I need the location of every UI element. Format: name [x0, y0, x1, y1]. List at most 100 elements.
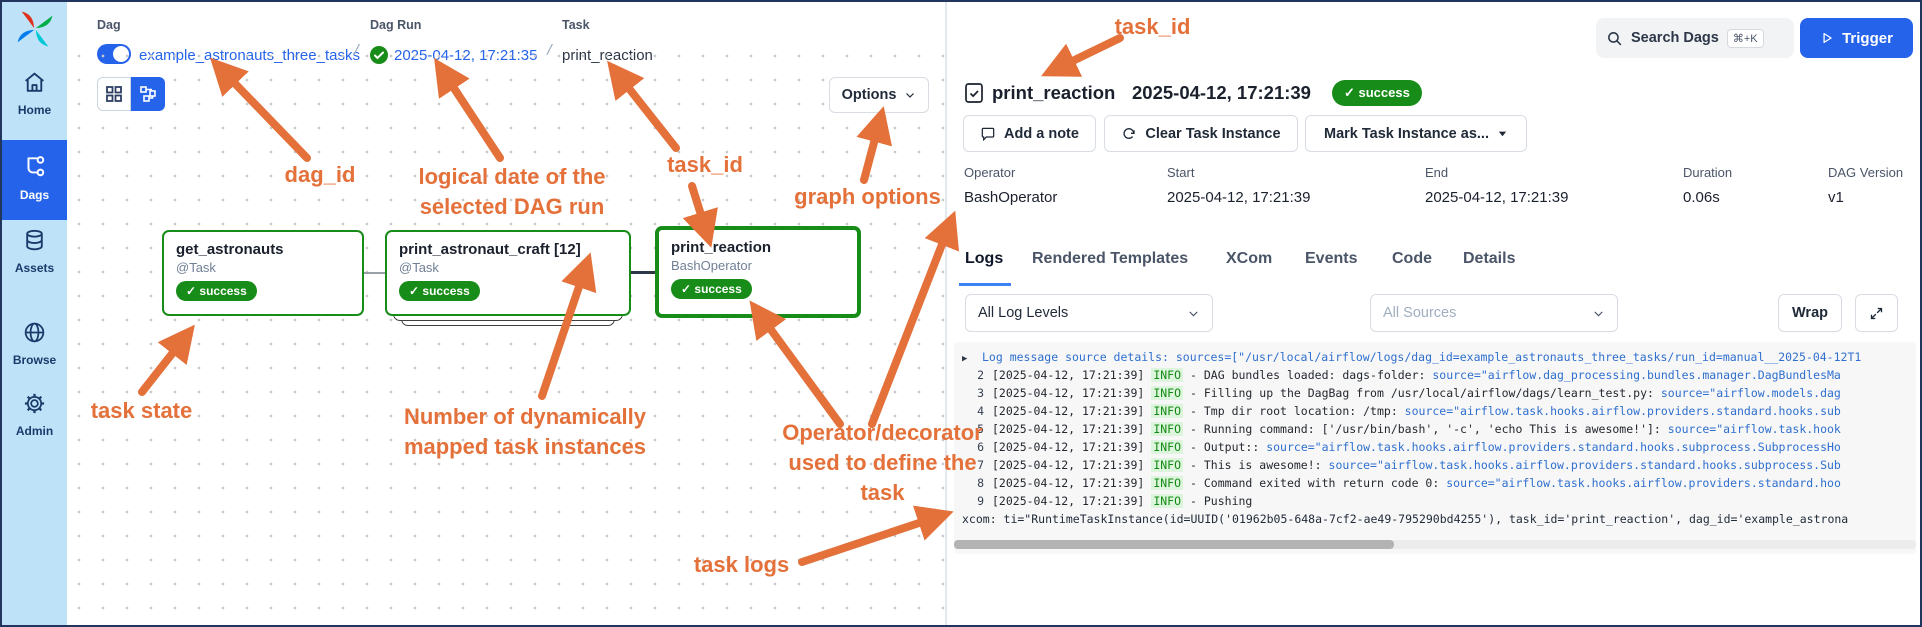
search-dags-box[interactable]: Search Dags ⌘+K: [1596, 18, 1794, 58]
task-node-title: get_astronauts: [176, 241, 284, 258]
browse-icon: [22, 320, 47, 350]
log-level-select[interactable]: All Log Levels: [965, 294, 1213, 332]
fullscreen-button[interactable]: [1855, 294, 1898, 332]
log-line: 7[2025-04-12, 17:21:39]INFO- This is awe…: [977, 458, 1841, 472]
annotation-task-id-graph: task_id: [667, 152, 743, 177]
meta-value-dag-version: v1: [1828, 189, 1844, 206]
mark-as-label: Mark Task Instance as...: [1324, 125, 1489, 142]
log-lines: ▶Log message source details: sources=["/…: [954, 342, 1916, 528]
sidebar-item-dags[interactable]: Dags: [2, 140, 67, 220]
meta-label-duration: Duration: [1683, 165, 1733, 180]
log-line: 3[2025-04-12, 17:21:39]INFO- Filling up …: [977, 386, 1841, 400]
meta-label-operator: Operator: [964, 165, 1016, 180]
task-node-subtitle: @Task: [399, 260, 439, 275]
edge-print-craft-to-print-reaction: [631, 271, 655, 274]
task-node-subtitle: @Task: [176, 260, 216, 275]
annotation-logical-date: logical date of the selected DAG run: [418, 164, 606, 219]
chevron-down-icon: [1594, 310, 1603, 317]
task-state-badge: ✓ success: [671, 279, 752, 299]
meta-value-operator: BashOperator: [964, 189, 1058, 206]
meta-value-end: 2025-04-12, 17:21:39: [1425, 189, 1569, 206]
annotation-task-state: task state: [90, 398, 193, 423]
task-node-get-astronauts[interactable]: get_astronauts @Task ✓ success: [162, 230, 364, 316]
log-output[interactable]: ▶Log message source details: sources=["/…: [954, 342, 1916, 554]
log-line: 4[2025-04-12, 17:21:39]INFO- Tmp dir roo…: [977, 404, 1841, 418]
dags-icon: [22, 154, 48, 185]
log-sources-select[interactable]: All Sources: [1370, 294, 1618, 332]
chevron-down-icon: [906, 93, 915, 98]
log-scrollbar-track[interactable]: [954, 540, 1916, 549]
task-instance-title: print_reaction: [992, 82, 1116, 103]
sidebar-item-admin[interactable]: Admin: [2, 391, 67, 438]
sidebar-item-label: Assets: [14, 261, 55, 275]
grid-view-button[interactable]: [97, 77, 131, 111]
search-icon: [1608, 31, 1622, 45]
airflow-logo: [15, 9, 55, 49]
graph-options-button[interactable]: Options: [829, 77, 929, 113]
sidebar-item-label: Browse: [12, 353, 57, 367]
trigger-label: Trigger: [1842, 29, 1893, 47]
breadcrumb-dagrun-label: Dag Run: [370, 18, 422, 32]
add-note-button[interactable]: Add a note: [963, 115, 1096, 152]
tab-code[interactable]: Code: [1392, 250, 1432, 267]
sidebar-item-label: Home: [17, 103, 52, 117]
task-node-title: print_astronaut_craft [12]: [399, 241, 581, 258]
play-icon: [1823, 32, 1832, 44]
log-scrollbar-thumb[interactable]: [954, 540, 1394, 549]
clear-task-instance-button[interactable]: Clear Task Instance: [1104, 115, 1298, 152]
task-state-badge: ✓ success: [176, 281, 257, 301]
expand-icon: [1870, 307, 1883, 319]
search-shortcut-badge: ⌘+K: [1726, 28, 1764, 48]
meta-value-start: 2025-04-12, 17:21:39: [1167, 189, 1311, 206]
task-instance-datetime: 2025-04-12, 17:21:39: [1132, 82, 1311, 103]
task-state-badge: ✓ success: [399, 281, 480, 301]
task-node-print-astronaut-craft[interactable]: print_astronaut_craft [12] @Task ✓ succe…: [385, 230, 631, 316]
annotation-operator-decorator: Operator/decorator used to define the ta…: [782, 420, 983, 505]
caret-down-icon: [1498, 131, 1507, 137]
task-node-print-reaction[interactable]: print_reaction BashOperator ✓ success: [655, 226, 861, 318]
log-line-wrapped: xcom: ti="RuntimeTaskInstance(id=UUID('0…: [962, 512, 1849, 526]
tab-events[interactable]: Events: [1305, 250, 1358, 267]
tab-logs[interactable]: Logs: [965, 250, 1004, 267]
breadcrumb-dag-label: Dag: [97, 18, 121, 32]
graph-options-label: Options: [841, 87, 897, 103]
annotation-dag-id: dag_id: [284, 162, 356, 187]
trigger-button[interactable]: Trigger: [1800, 18, 1913, 58]
assets-icon: [22, 228, 47, 258]
breadcrumb-task-label: Task: [562, 18, 590, 32]
sidebar-item-assets[interactable]: Assets: [2, 228, 67, 275]
log-level-value: All Log Levels: [978, 305, 1069, 321]
sidebar: Home Dags Assets: [2, 2, 67, 625]
grid-icon: [106, 86, 122, 102]
annotation-mapped-instances: Number of dynamically mapped task instan…: [403, 404, 647, 459]
meta-label-start: Start: [1167, 165, 1195, 180]
wrap-button[interactable]: Wrap: [1778, 294, 1842, 332]
arrow-task-id-top: [1041, 34, 1124, 77]
task-doc-icon: [964, 82, 984, 109]
log-sources-placeholder: All Sources: [1383, 305, 1457, 321]
graph-view-button[interactable]: [131, 77, 165, 111]
log-expander-icon[interactable]: ▶: [962, 354, 968, 364]
panel-splitter[interactable]: [945, 2, 947, 625]
graph-view-icon: [140, 86, 156, 102]
tab-rendered-templates[interactable]: Rendered Templates: [1032, 250, 1189, 267]
annotation-task-id-top: task_id: [1114, 14, 1191, 39]
tab-details[interactable]: Details: [1463, 250, 1516, 267]
graph-canvas[interactable]: [67, 44, 945, 625]
edge-get-astronauts-to-print-craft: [364, 272, 385, 274]
note-icon: [981, 127, 995, 141]
tab-xcom[interactable]: XCom: [1226, 250, 1273, 267]
log-line: 5[2025-04-12, 17:21:39]INFO- Running com…: [977, 422, 1841, 436]
task-node-subtitle: BashOperator: [671, 258, 752, 273]
sidebar-item-label: Admin: [15, 424, 54, 438]
sidebar-item-browse[interactable]: Browse: [2, 320, 67, 367]
mark-task-instance-as-button[interactable]: Mark Task Instance as...: [1305, 115, 1527, 152]
sidebar-item-home[interactable]: Home: [2, 70, 67, 117]
meta-value-duration: 0.06s: [1683, 189, 1720, 206]
dagrun-success-icon: [370, 46, 388, 64]
task-node-title: print_reaction: [671, 239, 772, 256]
log-line: 2[2025-04-12, 17:21:39]INFO- DAG bundles…: [977, 368, 1841, 382]
annotation-graph-options: graph options: [794, 184, 941, 209]
sidebar-item-label: Dags: [19, 188, 50, 202]
annotation-task-logs: task logs: [693, 552, 790, 577]
